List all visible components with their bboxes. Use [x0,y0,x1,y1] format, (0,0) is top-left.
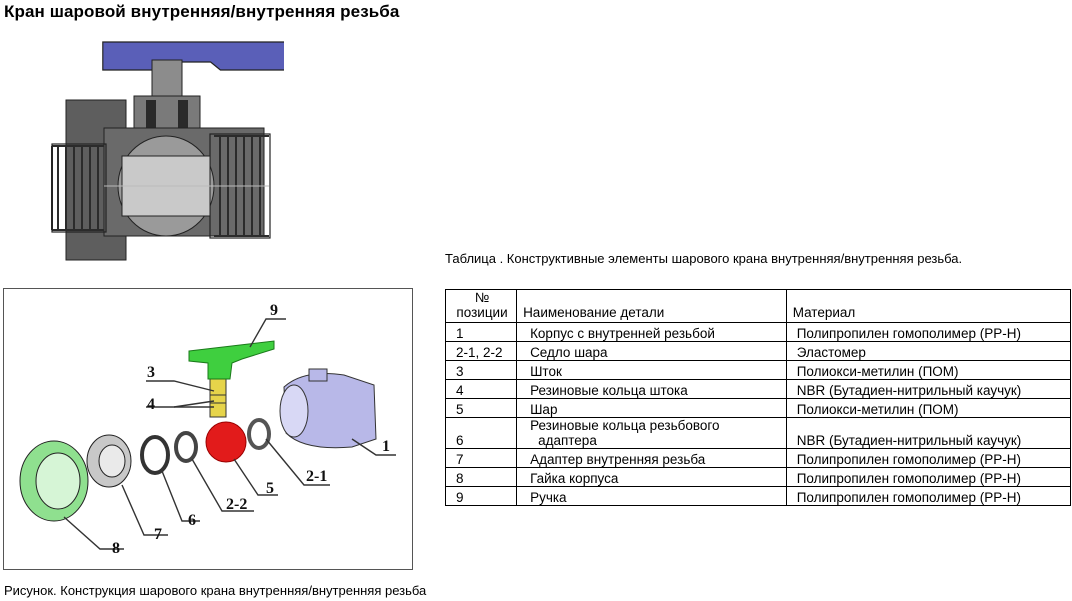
cell-material: Эластомер [785,341,1072,361]
part-6-ring [140,435,170,475]
cell-material: Полиокси-метилин (ПОМ) [785,398,1072,418]
cell-position: 4 [444,379,518,399]
part-2-1-seat [247,418,271,450]
header-material: Материал [785,289,1072,323]
cell-part-name: Корпус с внутренней резьбой [516,322,787,342]
header-position-line1: № [474,290,490,305]
cell-part-name: Шар [516,398,787,418]
table-row: 2-1, 2-2 Седло шара Эластомер [444,341,1072,361]
cell-material: Полипропилен гомополимер (PP-H) [785,322,1072,342]
label-9: 9 [270,302,278,319]
label-6: 6 [188,512,196,529]
cell-position: 9 [444,486,518,506]
cell-part-name: Адаптер внутренняя резьба [516,448,787,468]
label-8: 8 [112,540,120,557]
cell-material: NBR (Бутадиен-нитрильный каучук) [785,379,1072,399]
section-stem-top [151,59,183,101]
table-row: 5 Шар Полиокси-метилин (ПОМ) [444,398,1072,418]
header-position-line2: позиции [456,305,508,320]
valve-cross-section-drawing [51,41,284,261]
cell-material: Полиокси-метилин (ПОМ) [785,360,1072,380]
part-2-2-seat [174,431,198,463]
cell-position: 8 [444,467,518,487]
cell-part-name-line2: адаптера [538,433,597,448]
cell-material: Полипропилен гомополимер (PP-H) [785,467,1072,487]
cell-position: 7 [444,448,518,468]
cell-material: NBR (Бутадиен-нитрильный каучук) [785,417,1072,449]
page-title: Кран шаровой внутренняя/внутренняя резьб… [4,2,400,21]
cell-part-name: Седло шара [516,341,787,361]
part-9-handle [188,340,275,380]
cell-part-name: Резиновые кольца резьбового адаптера [516,417,787,449]
label-4: 4 [147,396,155,413]
table-row: 3 Шток Полиокси-метилин (ПОМ) [444,360,1072,380]
exploded-view-drawing: 9 3 4 1 2-1 5 2-2 6 7 8 [19,302,396,557]
table-row: 1 Корпус с внутренней резьбой Полипропил… [444,322,1072,342]
cell-position: 3 [444,360,518,380]
cell-part-name: Резиновые кольца штока [516,379,787,399]
cell-part-name: Ручка [516,486,787,506]
label-2-1: 2-1 [306,468,327,485]
label-7: 7 [154,526,162,543]
cell-material: Полипропилен гомополимер (PP-H) [785,486,1072,506]
label-1: 1 [382,438,390,455]
label-5: 5 [266,480,274,497]
cell-position: 5 [444,398,518,418]
table-row: 4 Резиновые кольца штока NBR (Бутадиен-н… [444,379,1072,399]
table-caption: Таблица . Конструктивные элементы шарово… [445,251,963,266]
cell-part-name-line1: Резиновые кольца резьбового [530,418,720,433]
part-1-body [279,368,377,449]
table-row: 7 Адаптер внутренняя резьба Полипропилен… [444,448,1072,468]
table-header-row: № позиции Наименование детали Материал [444,289,1072,323]
parts-table: № позиции Наименование детали Материал 1… [444,289,1072,506]
cell-position: 6 [444,417,518,449]
cell-position: 1 [444,322,518,342]
cell-part-name: Шток [516,360,787,380]
part-8-nut [19,440,89,522]
part-3-stem [209,378,227,418]
exploded-view-figure: 9 3 4 1 2-1 5 2-2 6 7 8 [3,288,413,570]
table-row: 9 Ручка Полипропилен гомополимер (PP-H) [444,486,1072,506]
cell-position: 2-1, 2-2 [444,341,518,361]
part-7-adapter [86,434,132,488]
label-3: 3 [147,364,155,381]
header-part-name: Наименование детали [516,289,787,323]
cell-material: Полипропилен гомополимер (PP-H) [785,448,1072,468]
label-2-2: 2-2 [226,496,247,513]
figure-caption: Рисунок. Конструкция шарового крана внут… [4,583,427,598]
cell-part-name: Гайка корпуса [516,467,787,487]
table-row: 8 Гайка корпуса Полипропилен гомополимер… [444,467,1072,487]
section-handle [102,41,284,71]
header-position: № позиции [444,289,518,323]
table-row: 6 Резиновые кольца резьбового адаптера N… [444,417,1072,449]
part-5-ball [205,421,247,463]
